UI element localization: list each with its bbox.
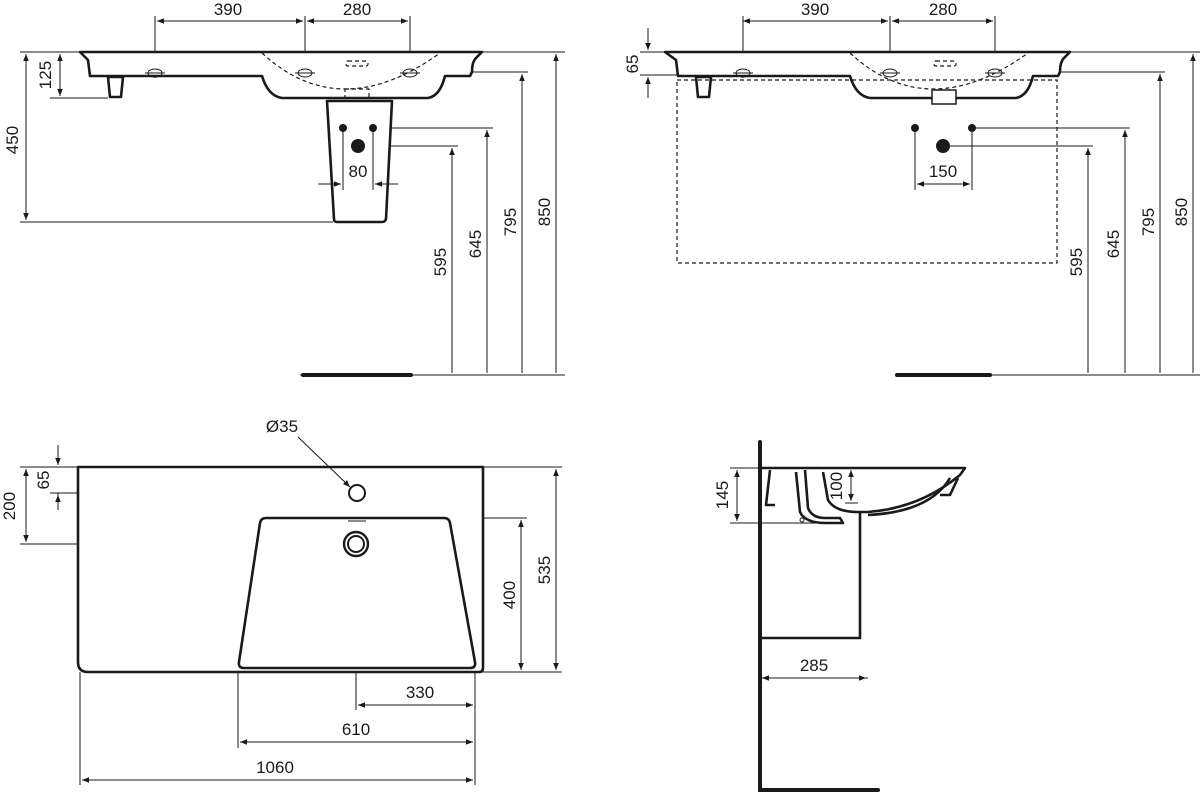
dim-595: 595 xyxy=(1067,248,1086,276)
basin-rim-details xyxy=(764,469,960,517)
waste-pipe xyxy=(351,139,365,153)
dim-535: 535 xyxy=(535,556,554,584)
dim-65: 65 xyxy=(34,471,53,490)
dim-280: 280 xyxy=(343,0,371,19)
overflow-hidden xyxy=(345,60,369,67)
supply-pipe-right xyxy=(968,124,976,132)
overflow-channel xyxy=(794,469,845,525)
pedestal-section xyxy=(762,512,862,640)
wall-and-floor xyxy=(758,440,880,792)
dim-330: 330 xyxy=(406,683,434,702)
waste-pipe xyxy=(936,139,950,153)
bowl-outline xyxy=(237,516,477,670)
dim-1060: 1060 xyxy=(256,758,294,777)
dim-595: 595 xyxy=(431,248,450,276)
dim-tap-hole-diameter: Ø35 xyxy=(266,417,298,436)
dim-645: 645 xyxy=(466,230,485,258)
dim-645: 645 xyxy=(1104,230,1123,258)
drain-inner xyxy=(347,535,365,553)
dim-100: 100 xyxy=(827,472,846,500)
dim-450: 450 xyxy=(3,126,22,154)
tap-hole xyxy=(348,484,366,502)
drain xyxy=(931,89,957,105)
dim-65: 65 xyxy=(623,55,642,74)
dim-285: 285 xyxy=(800,656,828,675)
dim-80: 80 xyxy=(349,162,368,181)
overflow-hidden xyxy=(933,60,957,67)
dim-850: 850 xyxy=(535,198,554,226)
dim-390: 390 xyxy=(214,0,242,19)
dim-125: 125 xyxy=(36,61,55,89)
vanity-unit-outline xyxy=(676,79,1058,264)
dim-145: 145 xyxy=(713,481,732,509)
basin-outline xyxy=(78,50,484,100)
tap-hole-marks xyxy=(145,68,420,78)
plan-view: Ø35 65 200 400 535 330 610 1060 xyxy=(0,417,562,785)
front-view-wall-hung: 390 280 65 150 595 645 795 850 xyxy=(623,0,1200,377)
dim-795: 795 xyxy=(501,208,520,236)
tap-hole-marks xyxy=(733,68,1005,78)
side-view: 145 100 285 xyxy=(713,440,967,792)
dim-390: 390 xyxy=(801,0,829,19)
front-view-pedestal: 390 280 125 450 80 595 645 795 850 xyxy=(3,0,565,377)
supply-pipe-left xyxy=(911,124,919,132)
dim-150: 150 xyxy=(929,162,957,181)
dim-400: 400 xyxy=(500,581,519,609)
basin-outline xyxy=(663,50,1072,100)
dim-795: 795 xyxy=(1139,208,1158,236)
dim-610: 610 xyxy=(342,720,370,739)
basin-section xyxy=(762,466,967,514)
basin-leg xyxy=(106,75,125,99)
dim-850: 850 xyxy=(1172,198,1191,226)
bowl-hidden-line xyxy=(849,52,1029,90)
dim-280: 280 xyxy=(929,0,957,19)
dim-200: 200 xyxy=(0,492,19,520)
basin-leg xyxy=(694,75,713,99)
